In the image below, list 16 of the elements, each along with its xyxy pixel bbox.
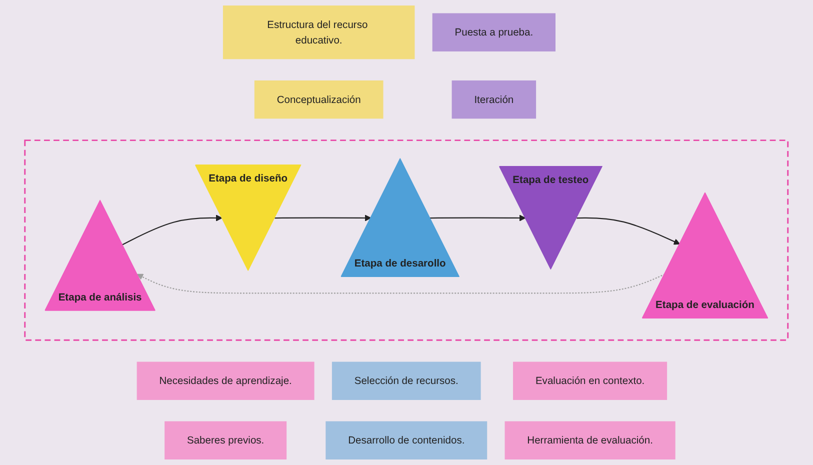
arrow [122, 214, 223, 246]
node-box: Herramienta de evaluación. [504, 421, 676, 460]
node-box: Selección de recursos. [332, 362, 481, 400]
node-box: Iteración [452, 80, 536, 119]
cluster [24, 140, 789, 341]
node-box: Desarrollo de contenidos. [326, 421, 488, 460]
node-box: Necesidades de aprendizaje. [136, 362, 314, 400]
node-box: Evaluación en contexto. [513, 362, 668, 400]
node-box: Estructura del recurso educativo. [223, 6, 415, 60]
arrow [576, 217, 680, 245]
node-box: Conceptualización [254, 80, 384, 119]
arrow [430, 214, 526, 222]
node-box: Saberes previos. [164, 421, 287, 460]
arrow [274, 214, 372, 222]
node-box: Puesta a prueba. [432, 13, 556, 52]
arrow [136, 274, 666, 294]
